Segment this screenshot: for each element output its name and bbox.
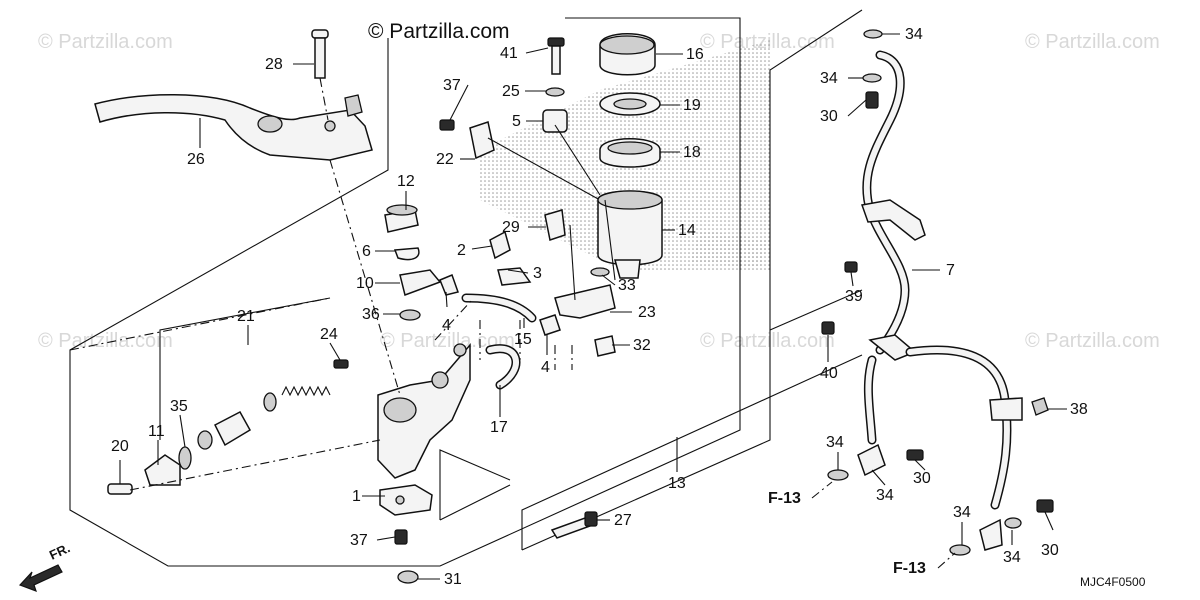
part-lever [94,94,373,161]
group-outlines [69,9,863,567]
callout-37: 37 [350,532,368,549]
direction-indicator: FR. [18,540,72,593]
front-arrow-icon [18,564,63,593]
part-piston-assembly [107,359,349,495]
callout-3: 3 [533,265,542,282]
watermark: © Partzilla.com [700,330,835,352]
part-fittings-left [384,119,601,321]
callout-18: 18 [683,144,701,161]
leader-lines [119,33,1067,580]
callout-26: 26 [187,151,205,168]
part-master-cylinder-body [377,342,471,516]
callout-25: 25 [502,83,520,100]
watermark: © Partzilla.com [1025,31,1160,53]
callout-32: 32 [633,337,651,354]
part-reservoir-assembly [539,33,663,357]
callout-22: 22 [436,151,454,168]
callout-2: 2 [457,242,466,259]
callout-24: 24 [320,326,338,343]
callout-12: 12 [397,173,415,190]
callout-34: 34 [1003,549,1021,566]
callout-15: 15 [514,331,532,348]
callout-17: 17 [490,419,508,436]
callout-28: 28 [265,56,283,73]
part-brake-hose-right [821,29,1054,556]
callout-40: 40 [820,365,838,382]
callout-31: 31 [444,571,462,588]
callout-4: 4 [541,359,550,376]
watermark: © Partzilla.com [38,31,173,53]
callout-27: 27 [614,512,632,529]
callout-39: 39 [845,288,863,305]
part-bolts-bottom [394,511,598,584]
callout-1: 1 [352,488,361,505]
reference-label: F-13 [893,560,926,577]
callout-41: 41 [500,45,518,62]
callout-11: 11 [148,423,165,440]
callout-23: 23 [638,304,656,321]
callout-36: 36 [362,306,380,323]
callout-numbers: 1 2 3 4 4 5 6 7 10 11 12 13 14 15 16 17 … [111,26,1088,588]
callout-30: 30 [913,470,931,487]
callout-34: 34 [876,487,894,504]
watermark-main: © Partzilla.com [368,20,510,43]
callout-33: 33 [618,277,636,294]
callout-5: 5 [512,113,521,130]
direction-label: FR. [47,540,72,562]
callout-34: 34 [820,70,838,87]
watermark: © Partzilla.com [1025,330,1160,352]
callout-4: 4 [442,317,451,334]
callout-35: 35 [170,398,188,415]
callout-30: 30 [820,108,838,125]
callout-10: 10 [356,275,374,292]
callout-19: 19 [683,97,701,114]
callout-30: 30 [1041,542,1059,559]
callout-7: 7 [946,262,955,279]
callout-34: 34 [826,434,844,451]
callout-13: 13 [668,475,686,492]
part-pivot-bolt [311,29,329,121]
callout-16: 16 [686,46,704,63]
callout-14: 14 [678,222,696,239]
reference-label: F-13 [768,490,801,507]
callout-29: 29 [502,219,520,236]
callout-34: 34 [905,26,923,43]
watermark: © Partzilla.com [380,330,515,352]
watermark-tiles: © Partzilla.com © Partzilla.com © Partzi… [38,31,1160,352]
callout-20: 20 [111,438,129,455]
callout-6: 6 [362,243,371,260]
callout-38: 38 [1070,401,1088,418]
callout-21: 21 [237,308,255,325]
diagram-code: MJC4F0500 [1080,575,1146,589]
reference-arrows: F-13 F-13 [768,481,956,577]
callout-34: 34 [953,504,971,521]
watermark: © Partzilla.com [38,330,173,352]
callout-37: 37 [443,77,461,94]
